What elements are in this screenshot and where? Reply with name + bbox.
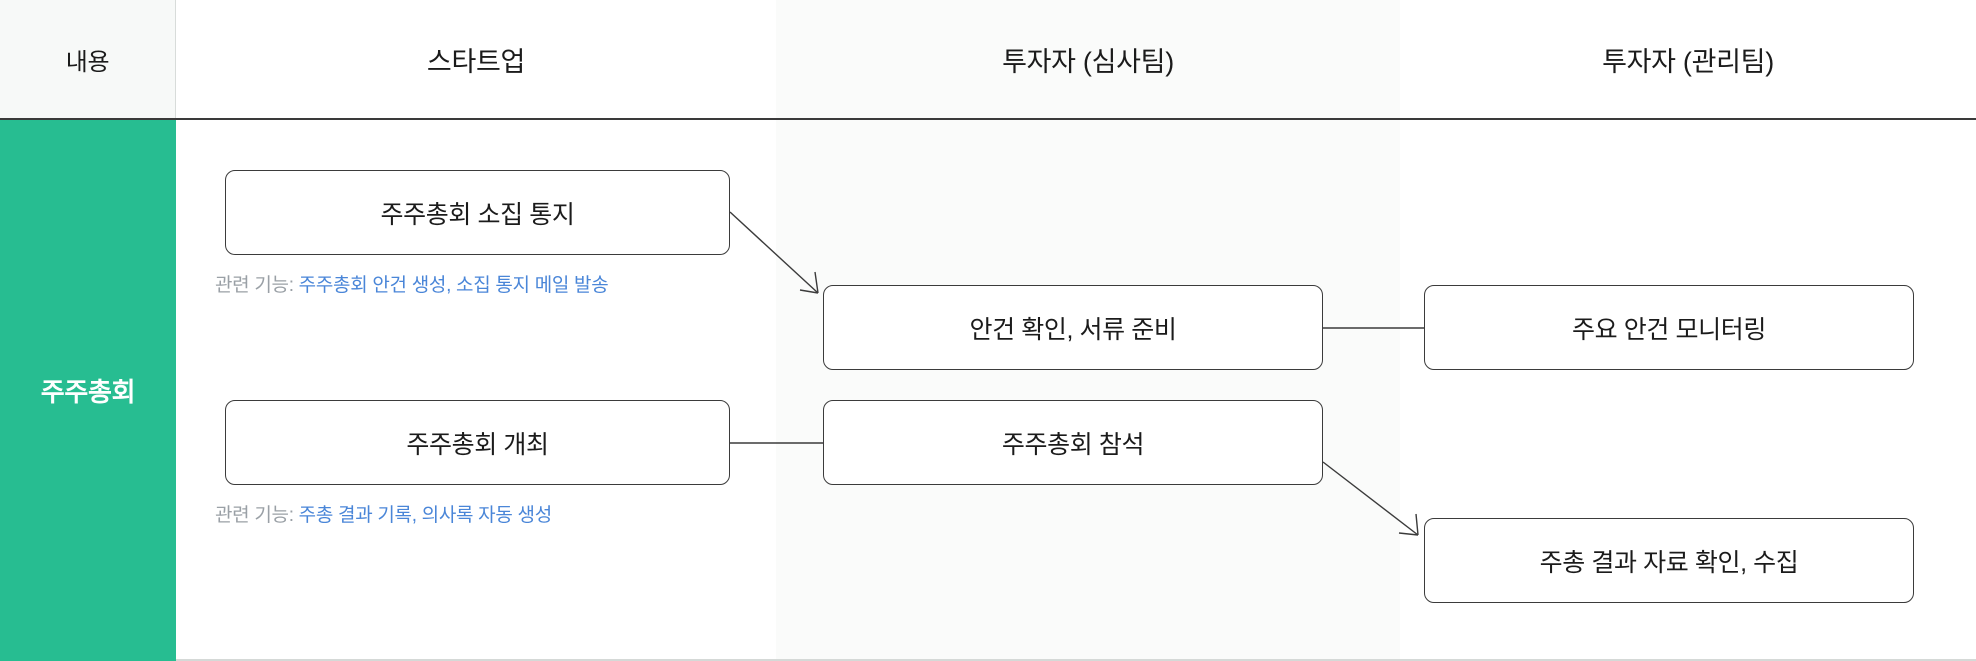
column-header-contents: 내용 — [0, 0, 176, 118]
related-function-hold: 관련 기능: 주총 결과 기록, 의사록 자동 생성 — [215, 500, 552, 527]
related-function-prefix: 관련 기능: — [215, 275, 299, 296]
process-box-attend-meeting[interactable]: 주주총회 참석 — [823, 400, 1323, 485]
process-box-agenda-check[interactable]: 안건 확인, 서류 준비 — [823, 285, 1323, 370]
column-header-review: 투자자 (심사팀) — [776, 0, 1400, 118]
related-function-notice: 관련 기능: 주주총회 안건 생성, 소집 통지 메일 발송 — [215, 270, 609, 297]
header-row: 내용 스타트업 투자자 (심사팀) 투자자 (관리팀) — [0, 0, 1976, 120]
related-function-list[interactable]: 주주총회 안건 생성, 소집 통지 메일 발송 — [298, 275, 609, 296]
related-function-list[interactable]: 주총 결과 기록, 의사록 자동 생성 — [298, 505, 553, 526]
bottom-rule — [176, 659, 1976, 661]
related-function-prefix: 관련 기능: — [215, 505, 299, 526]
column-header-manage: 투자자 (관리팀) — [1400, 0, 1976, 118]
process-box-notice[interactable]: 주주총회 소집 통지 — [225, 170, 730, 255]
process-box-hold-meeting[interactable]: 주주총회 개최 — [225, 400, 730, 485]
stage-label-shareholders-meeting: 주주총회 — [0, 120, 176, 661]
process-box-collect-results[interactable]: 주총 결과 자료 확인, 수집 — [1424, 518, 1914, 603]
process-box-monitor-agenda[interactable]: 주요 안건 모니터링 — [1424, 285, 1914, 370]
column-header-startup: 스타트업 — [176, 0, 776, 118]
